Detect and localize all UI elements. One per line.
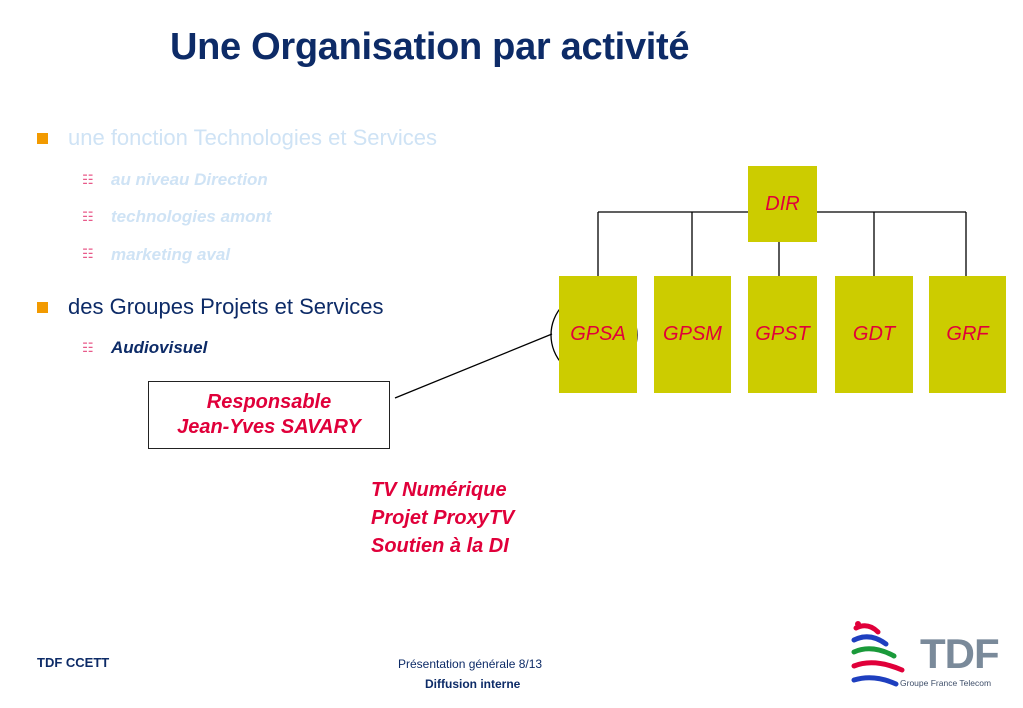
footer-company: TDF CCETT <box>37 655 110 670</box>
sub-bullet-icon: ☷ <box>82 172 94 187</box>
project-item: TV Numérique <box>371 479 507 501</box>
bullet-2-label: des Groupes Projets et Services <box>68 294 384 319</box>
bullet-square-icon <box>37 302 48 313</box>
footer-diffusion: Diffusion interne <box>425 677 521 691</box>
projects-list: TV Numérique Projet ProxyTV Soutien à la… <box>371 476 514 560</box>
bullet-2-sub-1: Audiovisuel <box>111 338 208 357</box>
sub-bullet-icon: ☷ <box>82 209 94 224</box>
slide-title: Une Organisation par activité <box>170 26 690 68</box>
sub-bullet-icon: ☷ <box>82 246 94 261</box>
project-item: Projet ProxyTV <box>371 507 515 529</box>
bullet-square-icon <box>37 133 48 144</box>
org-box-dir: DIR <box>748 166 817 242</box>
sub-bullet-icon: ☷ <box>82 340 94 355</box>
bullet-1-sub-1: au niveau Direction <box>111 170 268 189</box>
org-box-gpsm: GPSM <box>654 276 731 393</box>
footer-presentation: Présentation générale 8/13 <box>398 657 543 671</box>
org-box-gpsa: GPSA <box>559 276 637 393</box>
bullet-1-sub-2: technologies amont <box>111 207 272 226</box>
org-box-gdt: GDT <box>835 276 913 393</box>
responsable-box: Responsable Jean-Yves SAVARY <box>148 381 390 449</box>
org-box-grf: GRF <box>929 276 1006 393</box>
responsable-title: Responsable <box>206 391 332 413</box>
tdf-logo-text: TDF <box>920 630 1000 677</box>
tdf-logo-tagline: Groupe France Telecom <box>900 678 992 688</box>
bullet-1-label: une fonction Technologies et Services <box>68 125 437 150</box>
org-box-gpst: GPST <box>748 276 817 393</box>
tdf-logo-icon <box>851 621 905 687</box>
bullet-1-sub-3: marketing aval <box>111 245 231 264</box>
responsable-name: Jean-Yves SAVARY <box>177 416 361 438</box>
project-item: Soutien à la DI <box>371 535 509 557</box>
